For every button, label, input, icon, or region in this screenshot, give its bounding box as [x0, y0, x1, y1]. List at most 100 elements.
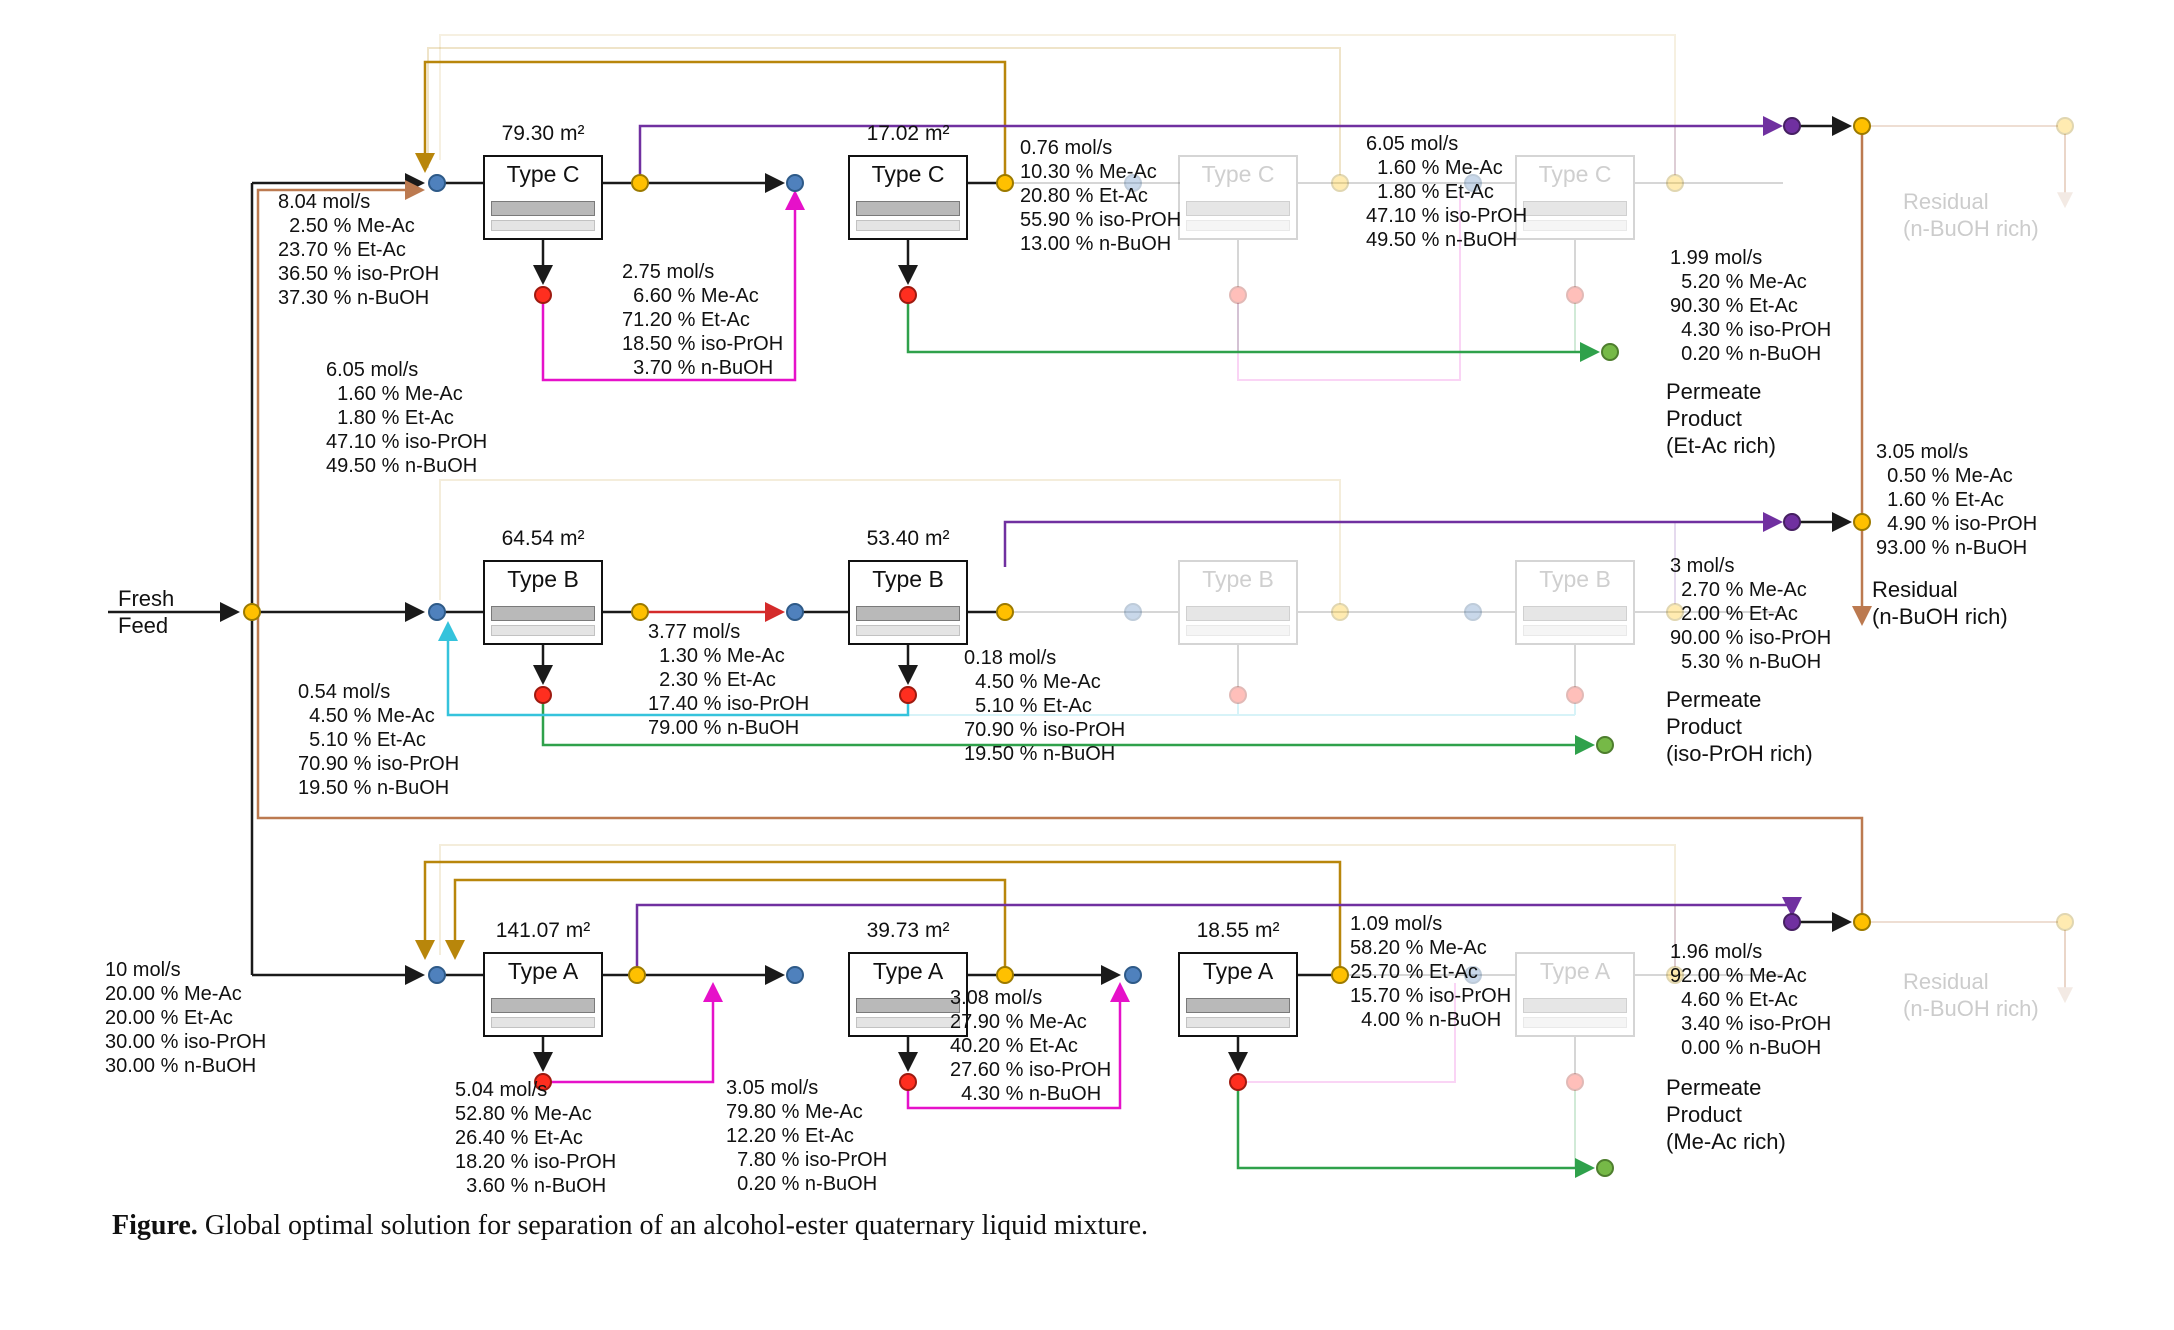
splitter-node-yellow: [1853, 513, 1871, 531]
unit-type-label: Type C: [871, 161, 945, 187]
figure-caption: Figure. Global optimal solution for sepa…: [112, 1210, 1148, 1242]
residual-ghost-label-bottom: Residual (n-BuOH rich): [1903, 969, 2039, 1021]
membrane-unit-a1: Type A: [483, 952, 603, 1037]
mixer-node-blue: [428, 966, 446, 984]
membrane-band: [856, 606, 960, 621]
stream-label-c-ghost-out: 6.05 mol/s 1.60 % Me-Ac 1.80 % Et-Ac 47.…: [1366, 133, 1528, 251]
membrane-band: [491, 606, 595, 621]
membrane-unit-a3: Type A: [1178, 952, 1298, 1037]
stream-label-residual: 3.05 mol/s 0.50 % Me-Ac 1.60 % Et-Ac 4.9…: [1876, 441, 2038, 559]
unit-type-label: Type B: [872, 566, 944, 592]
splitter-node-yellow: [628, 966, 646, 984]
membrane-band: [856, 201, 960, 216]
membrane-unit-c1: Type C: [483, 155, 603, 240]
membrane-unit-c2: Type C: [848, 155, 968, 240]
membrane-band: [491, 220, 595, 231]
area-label-c2: 17.02 m²: [866, 122, 950, 145]
stream-label-b-recycle: 0.54 mol/s 4.50 % Me-Ac 5.10 % Et-Ac 70.…: [298, 681, 460, 799]
unit-type-label: Type B: [507, 566, 579, 592]
figure-caption-text: Global optimal solution for separation o…: [197, 1210, 1148, 1241]
collector-node-purple: [1783, 913, 1801, 931]
stream-label-c-feed: 8.04 mol/s 2.50 % Me-Ac 23.70 % Et-Ac 36…: [278, 191, 440, 309]
area-label-a3: 18.55 m²: [1196, 919, 1280, 942]
area-label-a1: 141.07 m²: [495, 919, 591, 942]
permeate-node-red: [899, 686, 917, 704]
unit-type-label: Type C: [1538, 161, 1612, 187]
stream-label-a2-permeate: 3.05 mol/s 79.80 % Me-Ac 12.20 % Et-Ac 7…: [726, 1077, 888, 1195]
membrane-band: [1186, 1017, 1290, 1028]
product-node-green: [1596, 1159, 1614, 1177]
stream-label-etac-product: 1.99 mol/s 5.20 % Me-Ac 90.30 % Et-Ac 4.…: [1670, 247, 1832, 365]
membrane-unit-b2: Type B: [848, 560, 968, 645]
membrane-band: [1186, 606, 1290, 621]
membrane-band: [491, 625, 595, 636]
membrane-unit-c3-ghost: Type C: [1178, 155, 1298, 240]
permeate-product-etac-label: Permeate Product (Et-Ac rich): [1666, 379, 1776, 458]
unit-type-label: Type A: [872, 958, 944, 984]
stream-label-a2-retentate: 3.08 mol/s 27.90 % Me-Ac 40.20 % Et-Ac 2…: [950, 987, 1112, 1105]
membrane-band: [1523, 998, 1627, 1013]
membrane-band: [856, 1017, 960, 1028]
figure-caption-bold: Figure.: [112, 1210, 198, 1241]
membrane-band: [491, 1017, 595, 1028]
ghost-nodes: [1124, 117, 2074, 1091]
stream-label-c2-retentate: 0.76 mol/s 10.30 % Me-Ac 20.80 % Et-Ac 5…: [1020, 137, 1182, 255]
product-node-green: [1601, 343, 1619, 361]
splitter-node-yellow: [996, 966, 1014, 984]
membrane-band: [1523, 606, 1627, 621]
mixer-node-blue: [1124, 966, 1142, 984]
unit-type-label: Type A: [1539, 958, 1611, 984]
permeate-node-red: [534, 686, 552, 704]
product-node-green: [1596, 736, 1614, 754]
area-label-a2: 39.73 m²: [866, 919, 950, 942]
membrane-unit-c4-ghost: Type C: [1515, 155, 1635, 240]
membrane-band: [1186, 201, 1290, 216]
splitter-node-yellow: [1853, 117, 1871, 135]
unit-type-label: Type A: [1202, 958, 1274, 984]
collector-node-purple: [1783, 513, 1801, 531]
area-label-b1: 64.54 m²: [501, 527, 585, 550]
membrane-band: [1186, 625, 1290, 636]
unit-type-label: Type A: [507, 958, 579, 984]
recycle-line-cyan: [438, 621, 910, 717]
membrane-unit-b1: Type B: [483, 560, 603, 645]
mixer-node-blue: [786, 174, 804, 192]
membrane-band: [1186, 220, 1290, 231]
unit-type-label: Type C: [506, 161, 580, 187]
splitter-node-yellow: [631, 603, 649, 621]
membrane-band: [1523, 220, 1627, 231]
permeate-recycle-magenta: [541, 190, 1130, 1110]
membrane-band: [1523, 1017, 1627, 1028]
stream-label-a3-retentate: 1.09 mol/s 58.20 % Me-Ac 25.70 % Et-Ac 1…: [1350, 913, 1512, 1031]
stream-label-iproh-product: 3 mol/s 2.70 % Me-Ac 2.00 % Et-Ac 90.00 …: [1670, 555, 1832, 673]
feed-split-node-yellow: [243, 603, 261, 621]
collector-node-purple: [1783, 117, 1801, 135]
permeate-product-iproh-label: Permeate Product (iso-PrOH rich): [1666, 687, 1813, 766]
bypass-lines-purple: [635, 116, 1802, 967]
mixer-node-blue: [786, 603, 804, 621]
unit-type-label: Type B: [1202, 566, 1274, 592]
membrane-unit-a2: Type A: [848, 952, 968, 1037]
fresh-feed-label: Fresh Feed: [118, 586, 175, 638]
permeate-node-red: [899, 286, 917, 304]
membrane-band: [1523, 201, 1627, 216]
membrane-band: [1186, 998, 1290, 1013]
splitter-node-yellow: [1331, 966, 1349, 984]
membrane-band: [856, 220, 960, 231]
membrane-band: [491, 998, 595, 1013]
membrane-unit-b3-ghost: Type B: [1178, 560, 1298, 645]
membrane-band: [856, 998, 960, 1013]
permeate-node-red: [534, 286, 552, 304]
stream-label-c-recycle-in: 6.05 mol/s 1.60 % Me-Ac 1.80 % Et-Ac 47.…: [326, 359, 488, 477]
unit-type-label: Type B: [1539, 566, 1611, 592]
residual-lines-brown: [256, 134, 1872, 914]
product-lines-green: [541, 303, 1600, 1178]
permeate-node-red: [534, 1073, 552, 1091]
splitter-node-yellow: [631, 174, 649, 192]
splitter-node-yellow: [1853, 913, 1871, 931]
stream-label-a1-permeate: 5.04 mol/s 52.80 % Me-Ac 26.40 % Et-Ac 1…: [455, 1079, 617, 1197]
residual-label: Residual (n-BuOH rich): [1872, 577, 2008, 629]
stream-label-fresh-feed-comp: 10 mol/s 20.00 % Me-Ac 20.00 % Et-Ac 30.…: [105, 959, 267, 1077]
